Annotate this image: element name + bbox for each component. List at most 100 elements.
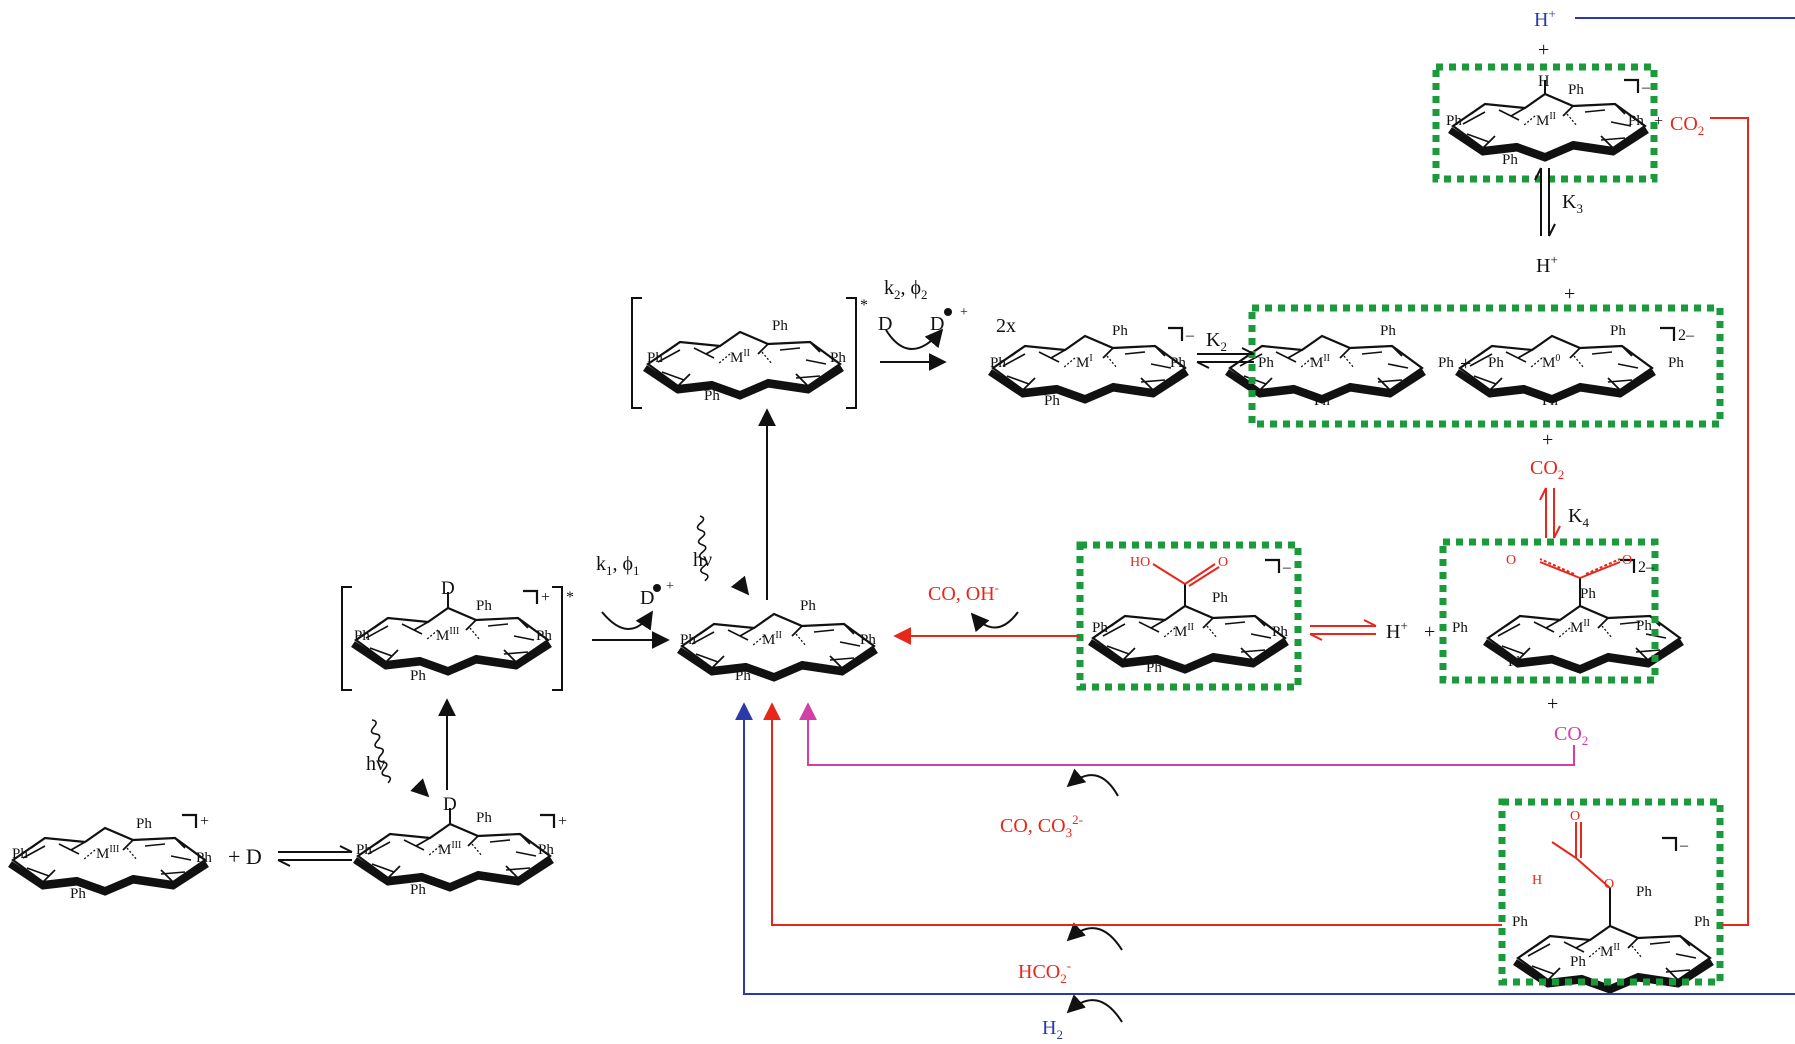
ph-label: Ph [12, 846, 28, 862]
ph-label: Ph [1570, 954, 1586, 970]
plus-d-label: + D [228, 844, 262, 869]
ph-label: Ph [70, 886, 86, 902]
charge-label: 2– [1678, 327, 1695, 344]
ph-label: Ph [1580, 586, 1596, 602]
co-co3-label: CO, CO32- [1000, 812, 1083, 840]
h2-label: H2 [1042, 1017, 1063, 1042]
ph-label: Ph [410, 882, 426, 898]
hco2-label: HCO2- [1018, 958, 1071, 986]
charge-label: + [541, 589, 550, 606]
axial-o-label: O [1604, 877, 1614, 892]
ph-label: Ph [1212, 590, 1228, 606]
curved-arrow-co-co3-release [1068, 775, 1118, 796]
ph-label: Ph [1446, 113, 1462, 129]
plus-hydride-co2: + [1654, 113, 1663, 130]
ph-label: Ph [196, 850, 212, 866]
ph-label: Ph [1512, 914, 1528, 930]
ph-label: Ph [356, 842, 372, 858]
d-radical-cation-1: D [640, 587, 654, 609]
axial-o-label: O [1218, 555, 1228, 570]
radical-plus-2: + [960, 305, 968, 320]
ph-label: Ph [538, 842, 554, 858]
hv-label-1: hν [366, 753, 385, 775]
path-formate-to-center [772, 704, 1502, 925]
axial-ho-label: HO [1130, 555, 1150, 570]
ph-label: Ph [1636, 884, 1652, 900]
ph-label: Ph [1380, 323, 1396, 339]
ph-label: Ph [1112, 323, 1128, 339]
ph-label: Ph [860, 632, 876, 648]
ph-label: Ph [830, 350, 846, 366]
k1-phi1-label: k1, ϕ1 [596, 553, 640, 578]
axial-d-label: D [443, 794, 457, 815]
k2-phi2-label: k2, ϕ2 [884, 277, 928, 302]
charge-corner-1 [182, 815, 196, 828]
co-oh-label: CO, OH- [928, 580, 999, 605]
ph-label: Ph [647, 350, 663, 366]
ph-label: Ph [1694, 914, 1710, 930]
curved-arrow-d-oxidation-1 [602, 612, 652, 629]
charge-label: – [1641, 79, 1651, 96]
charge-corner-3 [523, 591, 537, 604]
ph-label: Ph [1628, 113, 1644, 129]
bracket-left-m2-excited [632, 298, 642, 408]
co2-lower: CO2 [1554, 723, 1588, 748]
plus-disproportionation: + [1460, 353, 1471, 375]
axial-o-label: O [1622, 553, 1632, 568]
charge-label: – [1679, 837, 1689, 854]
ph-label: Ph [410, 668, 426, 684]
ph-label: Ph [1092, 620, 1108, 636]
curved-arrow-co-oh-release [972, 612, 1018, 628]
K2-label: K2 [1206, 329, 1227, 354]
axial-h-label: H [1532, 873, 1542, 888]
excited-star: * [860, 297, 868, 314]
radical-dot-1 [653, 584, 661, 592]
ph-label: Ph [1636, 618, 1652, 634]
bracket-left-m3-excited [342, 587, 352, 690]
donor-d-label: D [878, 313, 892, 335]
co2-add: CO2 [1530, 457, 1564, 482]
porphyrin-m2-center [679, 614, 876, 678]
radical-plus-1: + [666, 579, 674, 594]
path-co2-to-center [808, 704, 1574, 765]
ph-label: Ph [1542, 393, 1558, 409]
K4-label: K4 [1568, 505, 1589, 530]
charge-label: + [558, 813, 567, 830]
hv-label-2: hν [693, 549, 712, 571]
charge-corner-4 [1168, 328, 1182, 341]
charge-corner-5 [1624, 80, 1638, 93]
ph-label: Ph [1258, 355, 1274, 371]
ph-label: Ph [354, 628, 370, 644]
photon-wavy-1-head [420, 788, 428, 796]
ph-label: Ph [990, 355, 1006, 371]
ph-label: Ph [1314, 393, 1330, 409]
ph-label: Ph [735, 668, 751, 684]
ph-label: Ph [1508, 654, 1524, 670]
co2-hydride: CO2 [1670, 113, 1704, 138]
charge-label: – [1282, 559, 1292, 576]
axial-o-label: O [1506, 553, 1516, 568]
ph-label: Ph [476, 598, 492, 614]
charge-corner-2 [540, 815, 554, 828]
porphyrin-m0 [1457, 336, 1654, 400]
ph-label: Ph [1170, 355, 1186, 371]
curved-arrow-h2-release [1068, 1000, 1122, 1022]
ph-label: Ph [476, 810, 492, 826]
plus-co2-add: + [1542, 429, 1553, 451]
porphyrin-m2-disp [1227, 336, 1424, 400]
ph-label: Ph [1452, 620, 1468, 636]
metal-labels: MIII MIII MIII MII MII MI MII M0 MII MII… [96, 111, 1620, 960]
porphyrin-m2-excited [645, 332, 842, 396]
ph-label: Ph [680, 632, 696, 648]
ph-label: Ph [536, 628, 552, 644]
bracket-right-m3-excited [552, 587, 562, 690]
ph-label: Ph [1488, 355, 1504, 371]
plus-protonation: + [1424, 621, 1435, 643]
h-plus-protonation: H+ [1386, 618, 1408, 643]
ph-label: Ph [1502, 152, 1518, 168]
ph-label: Ph [1668, 355, 1684, 371]
charge-label: + [200, 813, 209, 830]
ph-label: Ph [800, 598, 816, 614]
K3-label: K3 [1562, 191, 1583, 216]
ph-label: Ph [772, 318, 788, 334]
